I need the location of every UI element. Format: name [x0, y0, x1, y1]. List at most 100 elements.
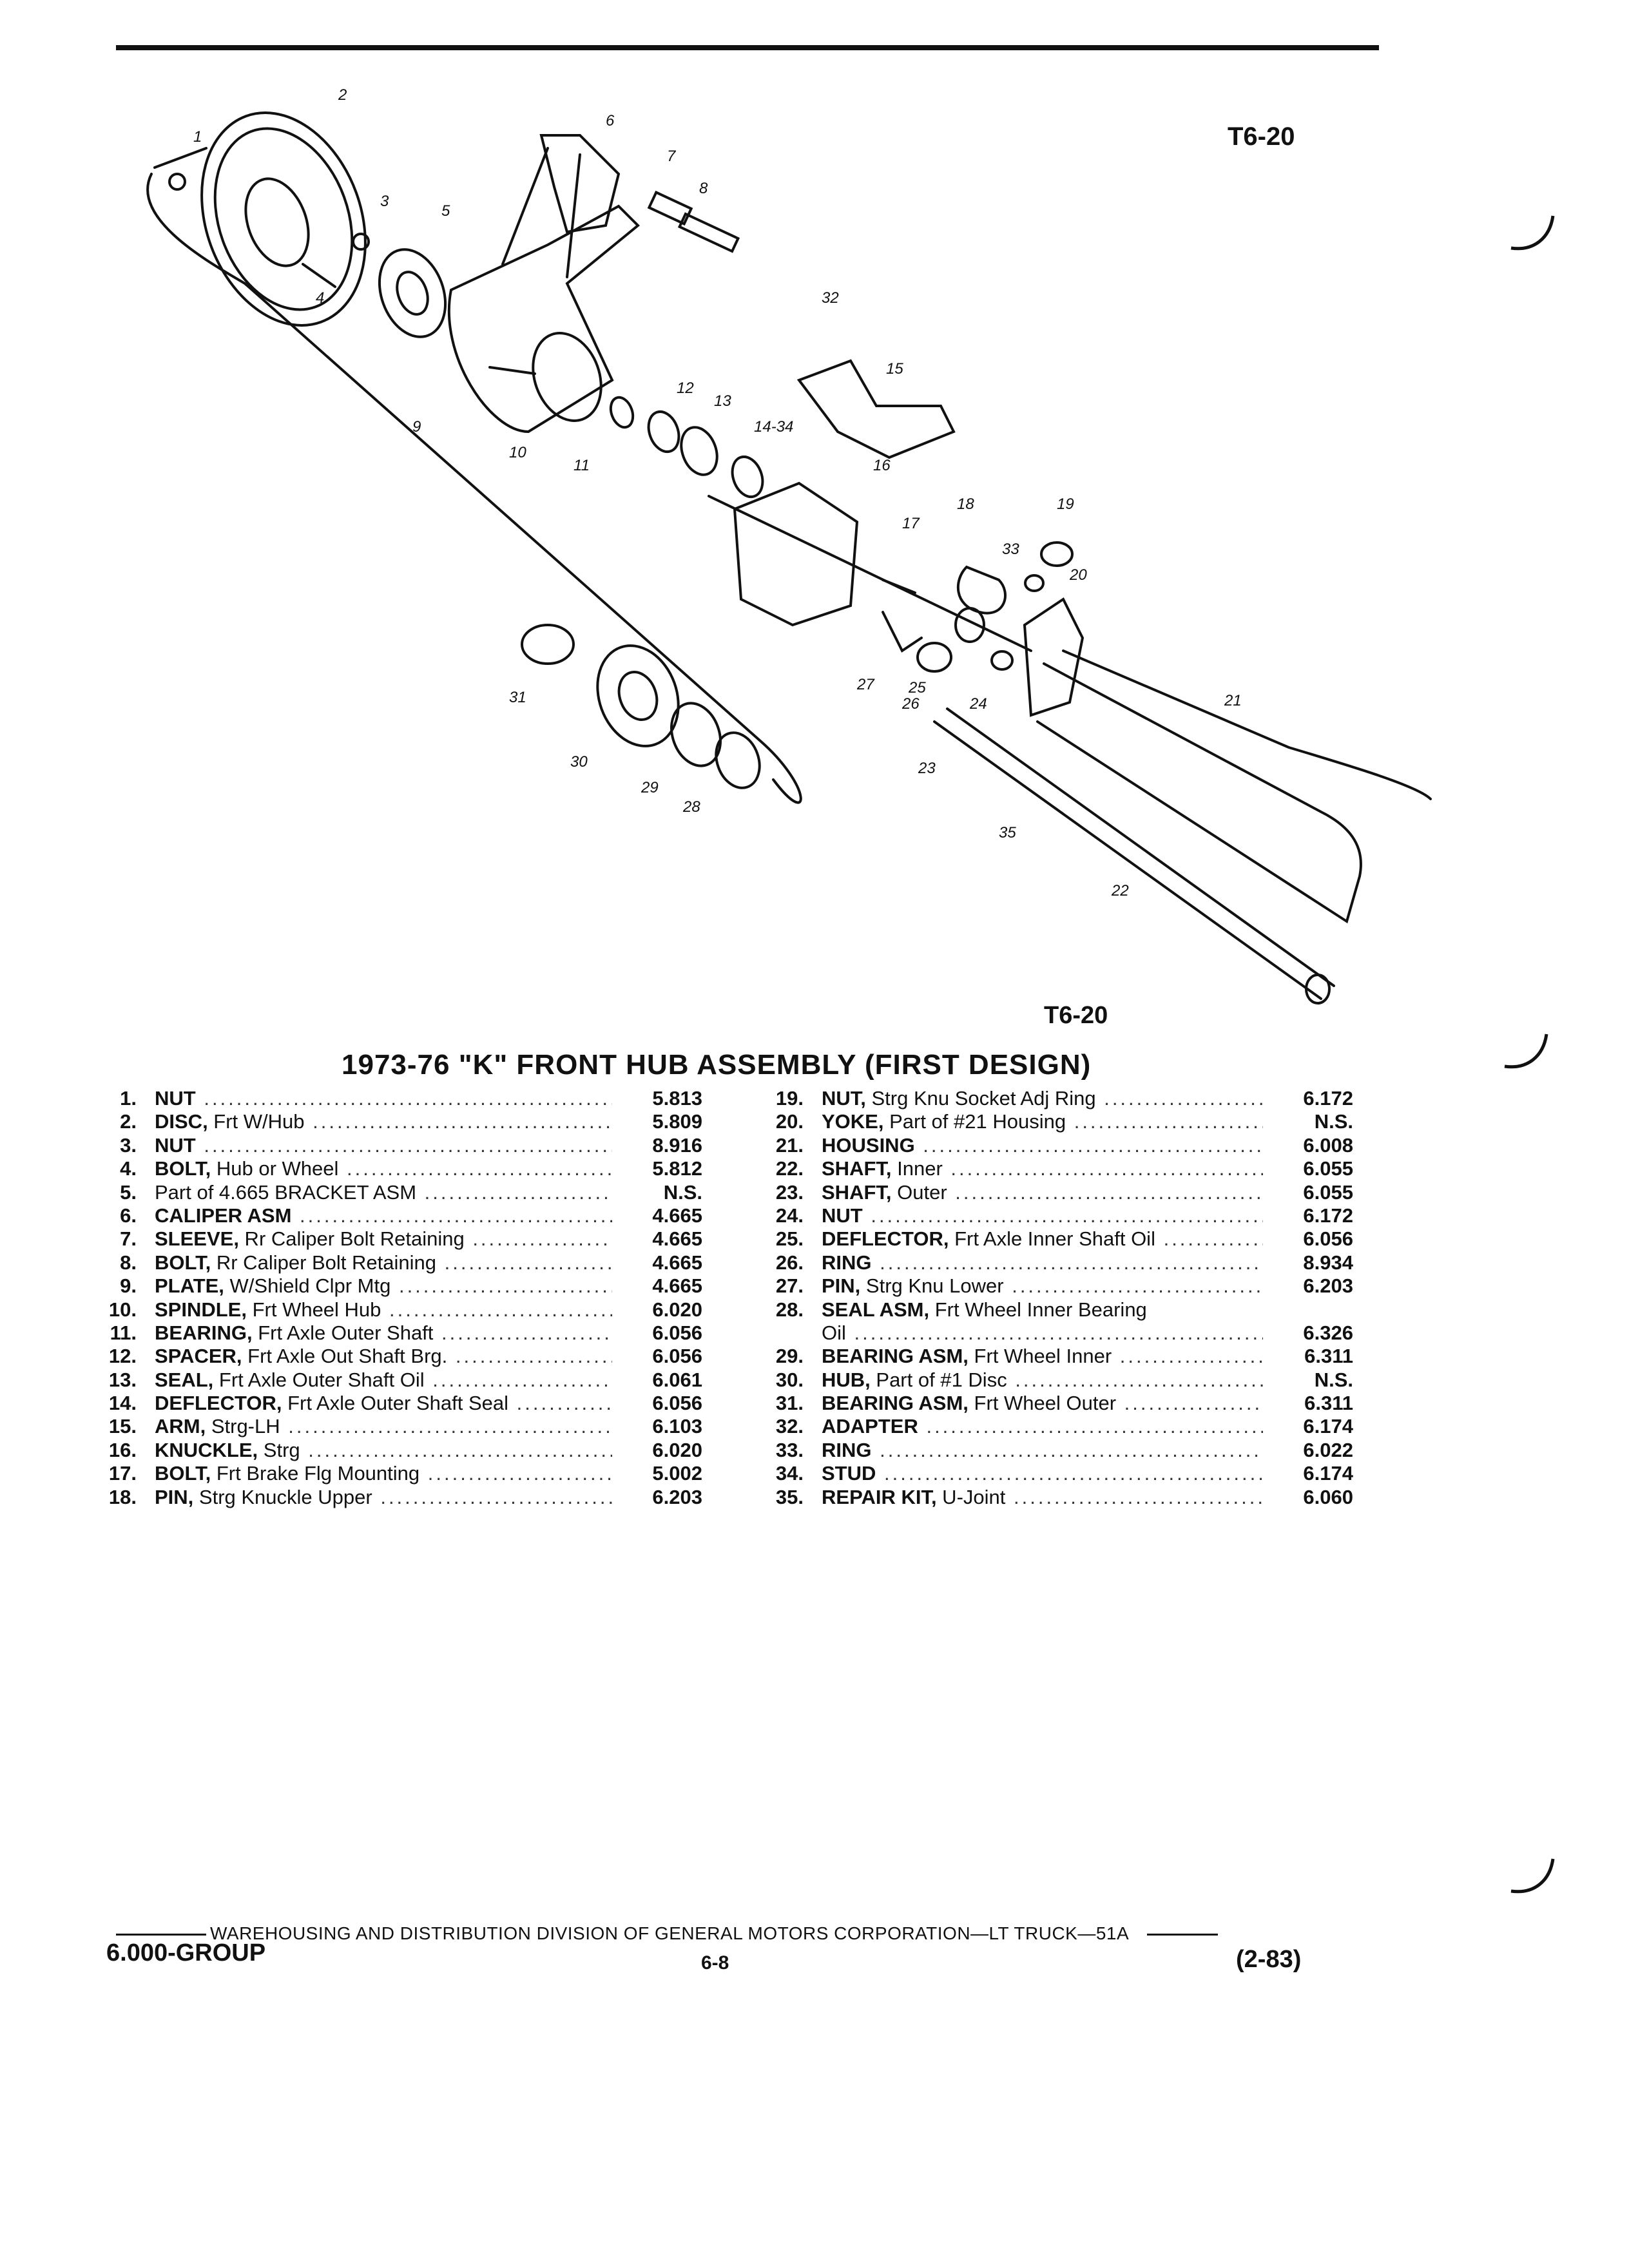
part-row: 9. PLATE, W/Shield Clpr Mtg .............… — [90, 1274, 702, 1298]
part-row: 20.YOKE, Part of #21 Housing ...........… — [757, 1110, 1353, 1133]
catalog-code: 6.022 — [1303, 1438, 1353, 1461]
catalog-code: 6.056 — [652, 1392, 702, 1415]
part-name: BOLT, — [155, 1462, 211, 1485]
part-row: 13.SEAL, Frt Axle Outer Shaft Oil ......… — [90, 1369, 702, 1392]
part-description: NUT ....................................… — [155, 1133, 612, 1157]
part-description: RING ...................................… — [822, 1251, 1263, 1274]
part-row: 35.REPAIR KIT, U-Joint .................… — [757, 1486, 1353, 1509]
part-description: NUT ....................................… — [822, 1204, 1263, 1227]
callout-3: 3 — [380, 193, 389, 210]
part-row: 27.PIN, Strg Knu Lower .................… — [757, 1274, 1353, 1298]
part-name: CALIPER ASM — [155, 1204, 292, 1227]
part-number: 33. — [775, 1438, 804, 1461]
part-name: BEARING ASM, — [822, 1345, 969, 1368]
footer-rule-left — [116, 1934, 206, 1936]
part-detail: Frt W/Hub — [207, 1110, 305, 1133]
part-name: HOUSING — [822, 1133, 915, 1157]
callout-8: 8 — [699, 180, 708, 197]
part-number: 34. — [775, 1462, 804, 1485]
exploded-view-diagram: 1 2 3 4 5 6 7 8 9 10 11 12 13 14-34 15 1… — [146, 86, 1432, 1004]
part-detail: Frt Axle Outer Shaft — [252, 1321, 434, 1344]
part-name: SHAFT, — [822, 1180, 892, 1204]
part-name: YOKE, — [822, 1110, 884, 1133]
callout-20: 20 — [1069, 566, 1087, 584]
part-number: 35. — [775, 1485, 804, 1508]
catalog-code: N.S. — [663, 1180, 702, 1204]
nut-1 — [168, 173, 186, 191]
part-number: 10. — [108, 1298, 137, 1321]
callout-7: 7 — [667, 148, 677, 165]
catalog-code: 8.916 — [652, 1133, 702, 1157]
part-name: PLATE, — [155, 1274, 224, 1298]
catalog-code: N.S. — [1314, 1368, 1353, 1391]
part-description: KNUCKLE, Strg ..........................… — [155, 1438, 612, 1461]
part-number: 28. — [775, 1298, 804, 1321]
part-number: 5. — [120, 1180, 137, 1204]
part-row: 18.PIN, Strg Knuckle Upper .............… — [90, 1486, 702, 1509]
part-name: DEFLECTOR, — [822, 1227, 949, 1251]
part-name: PIN, — [822, 1274, 861, 1298]
part-number: 26. — [775, 1251, 804, 1274]
part-row: 15.ARM, Strg-LH ........................… — [90, 1415, 702, 1438]
part-detail: Frt Wheel Inner — [968, 1345, 1112, 1368]
part-row: 10. SPINDLE, Frt Wheel Hub ..............… — [90, 1298, 702, 1321]
callout-24: 24 — [969, 695, 987, 713]
part-name: NUT, — [822, 1087, 866, 1110]
part-row: 25.DEFLECTOR, Frt Axle Inner Shaft Oil .… — [757, 1227, 1353, 1251]
catalog-code: 6.174 — [1303, 1462, 1353, 1485]
part-row: 4.BOLT, Hub or Wheel ...................… — [90, 1157, 702, 1180]
part-number: 6. — [120, 1204, 137, 1227]
catalog-code: 6.203 — [652, 1485, 702, 1508]
callout-19: 19 — [1057, 495, 1074, 513]
part-row: 11.BEARING, Frt Axle Outer Shaft .......… — [90, 1321, 702, 1345]
part-number: 7. — [120, 1227, 137, 1251]
catalog-code: 5.809 — [652, 1110, 702, 1133]
part-detail: Frt Axle Out Shaft Brg. — [242, 1345, 448, 1368]
callout-15: 15 — [886, 360, 903, 378]
catalog-code: 6.056 — [1303, 1227, 1353, 1251]
part-name: SEAL ASM, — [822, 1298, 930, 1321]
hub-part-30 — [596, 644, 680, 747]
part-row: 30.HUB, Part of #1 Disc ................… — [757, 1369, 1353, 1392]
part-number: 21. — [775, 1133, 804, 1157]
part-row: 16.KNUCKLE, Strg .......................… — [90, 1439, 702, 1462]
part-number: 1. — [120, 1087, 137, 1110]
part-number: 2. — [120, 1110, 137, 1133]
part-number: 12. — [108, 1345, 137, 1368]
part-name: RING — [822, 1438, 872, 1461]
part-detail: Part of 4.665 BRACKET ASM — [155, 1180, 417, 1204]
part-description: DEFLECTOR, Frt Axle Inner Shaft Oil ....… — [822, 1227, 1263, 1251]
part-description: SEAL, Frt Axle Outer Shaft Oil .........… — [155, 1368, 612, 1391]
part-detail: Rr Caliper Bolt Retaining — [238, 1227, 465, 1251]
part-description: Oil ....................................… — [822, 1321, 1263, 1344]
catalog-code: 6.055 — [1303, 1157, 1353, 1180]
part-description: HOUSING ................................… — [822, 1133, 1263, 1157]
part-description: PLATE, W/Shield Clpr Mtg ...............… — [155, 1274, 612, 1298]
top-rule — [116, 45, 1379, 50]
part-detail: Oil — [822, 1321, 846, 1344]
part-number: 4. — [120, 1157, 137, 1180]
part-number: 9. — [120, 1274, 137, 1298]
part-description: BOLT, Frt Brake Flg Mounting ...........… — [155, 1462, 612, 1485]
catalog-code: 5.813 — [652, 1087, 702, 1110]
callout-16: 16 — [873, 457, 891, 474]
catalog-code: 6.061 — [652, 1368, 702, 1391]
part-description: SHAFT, Outer ...........................… — [822, 1180, 1263, 1204]
part-number: 20. — [775, 1110, 804, 1133]
part-detail: Frt Wheel Hub — [246, 1298, 381, 1321]
callout-35: 35 — [999, 824, 1016, 841]
part-description: NUT, Strg Knu Socket Adj Ring ..........… — [822, 1087, 1263, 1110]
part-description: SPINDLE, Frt Wheel Hub .................… — [155, 1298, 612, 1321]
part-row: 24.NUT .................................… — [757, 1204, 1353, 1227]
catalog-code: 6.020 — [652, 1298, 702, 1321]
part-number: 23. — [775, 1180, 804, 1204]
upper-pin — [957, 565, 1007, 615]
catalog-code: 4.665 — [652, 1274, 702, 1298]
callout-13: 13 — [714, 392, 731, 410]
part-name: NUT — [155, 1087, 196, 1110]
part-row: 22.SHAFT, Inner ........................… — [757, 1157, 1353, 1180]
part-name: BOLT, — [155, 1157, 211, 1180]
part-description: HUB, Part of #1 Disc ...................… — [822, 1368, 1263, 1391]
part-name: HUB, — [822, 1368, 871, 1391]
footer-date-code: (2-83) — [1236, 1946, 1302, 1973]
